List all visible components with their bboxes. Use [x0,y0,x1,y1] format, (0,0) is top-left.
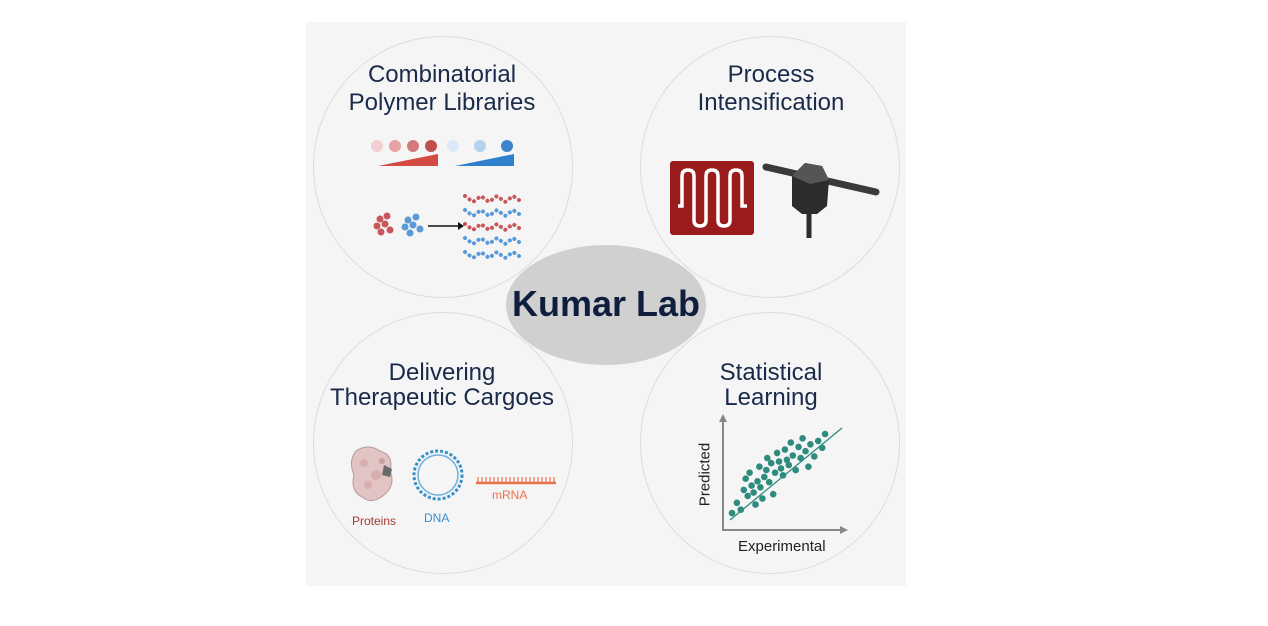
title-line: Process [727,61,815,88]
scatter-point [764,454,771,462]
arrow-head-icon [458,222,464,230]
dna-label: DNA [424,511,450,525]
lab-name: Kumar Lab [511,283,701,324]
scatter-point [756,463,763,470]
therapeutic-cargoes-circle [313,312,573,574]
scatter-point [754,478,761,485]
scatter-point [781,446,789,453]
scatter-point [746,469,753,476]
dna-plasmid-inner [417,454,459,496]
scatter-point [761,473,768,481]
scatter-point [742,475,749,482]
scatter-point [769,490,777,498]
serpentine-channel [678,168,747,228]
process-intensification-illustration [670,161,880,238]
blue-monomer-cluster [401,213,424,237]
dna-plasmid-icon [412,449,464,501]
scatter-point [797,454,804,462]
polymer-library-illustration [371,140,521,261]
monomer-dot [425,140,437,152]
x-axis [722,526,848,534]
mrna-strand-icon [476,477,556,485]
scatter-point [799,435,806,442]
scatter-point [752,501,759,508]
scatter-point [737,506,745,513]
title-line: Statistical [719,359,823,386]
mrna-label: mRNA [492,488,528,502]
scatter-point [757,484,764,491]
monomer-dot [371,140,383,152]
scatter-point [763,466,770,474]
scatter-point [767,459,775,467]
scatter-point [783,456,791,464]
scatter-point [728,509,736,517]
parity-plot [719,414,848,534]
polymer-chains [463,193,521,261]
polymer-libraries-circle [313,36,573,298]
scatter-point [787,439,795,446]
title-line: Combinatorial [367,61,517,88]
scatter-point [759,495,766,502]
scatter-point [807,441,814,448]
scatter-point [802,447,809,455]
flow-reactor-chip [670,161,754,235]
title-line: Intensification [697,89,845,116]
scatter-point [811,453,818,460]
scatter-point [744,492,751,500]
process-intensification-title: Process Intensification [631,61,911,117]
scatter-point [733,499,741,507]
polymer-libraries-title: Combinatorial Polymer Libraries [302,61,582,117]
scatter-point [740,486,748,494]
red-monomer-cluster [373,212,394,236]
title-line: Learning [724,384,818,411]
scatter-point [789,452,797,459]
title-line: Polymer Libraries [348,89,536,116]
scatter-point [821,430,829,438]
therapeutic-cargoes-title: Delivering Therapeutic Cargoes [302,360,582,410]
monomer-dot [501,140,513,152]
therapeutic-cargoes-illustration [350,446,556,501]
center-ellipse [506,245,706,365]
t-mixer-icon [762,163,880,238]
scatter-point [779,472,787,479]
proteins-label: Proteins [352,514,397,528]
x-axis-label: Experimental [738,538,826,555]
x-axis-arrow-icon [840,526,848,534]
scatter-point [775,458,783,465]
monomer-dot [407,140,419,152]
scatter-point [814,437,822,445]
scatter-point [785,461,793,469]
monomer-dot [474,140,486,152]
scatter-point [765,478,773,486]
scatter-point [748,482,755,489]
y-axis-arrow-icon [719,414,727,422]
scatter-points [728,430,829,517]
monomer-dot [389,140,401,152]
scatter-point [792,466,799,474]
scatter-point [750,489,757,496]
title-line: Delivering [388,359,496,386]
monomer-dot [447,140,459,152]
protein-icon [350,446,393,501]
y-axis [719,414,727,530]
scatter-point [773,449,781,457]
title-line: Therapeutic Cargoes [329,384,555,411]
scatter-point [771,469,779,476]
scatter-point [818,444,826,452]
y-axis-label: Predicted [696,442,714,507]
scatter-point [777,465,785,472]
scatter-point [795,443,802,451]
statistical-learning-title: Statistical Learning [631,360,911,410]
scatter-point [805,463,812,470]
red-gradient-wedge [378,154,438,166]
blue-gradient-wedge [455,154,514,166]
